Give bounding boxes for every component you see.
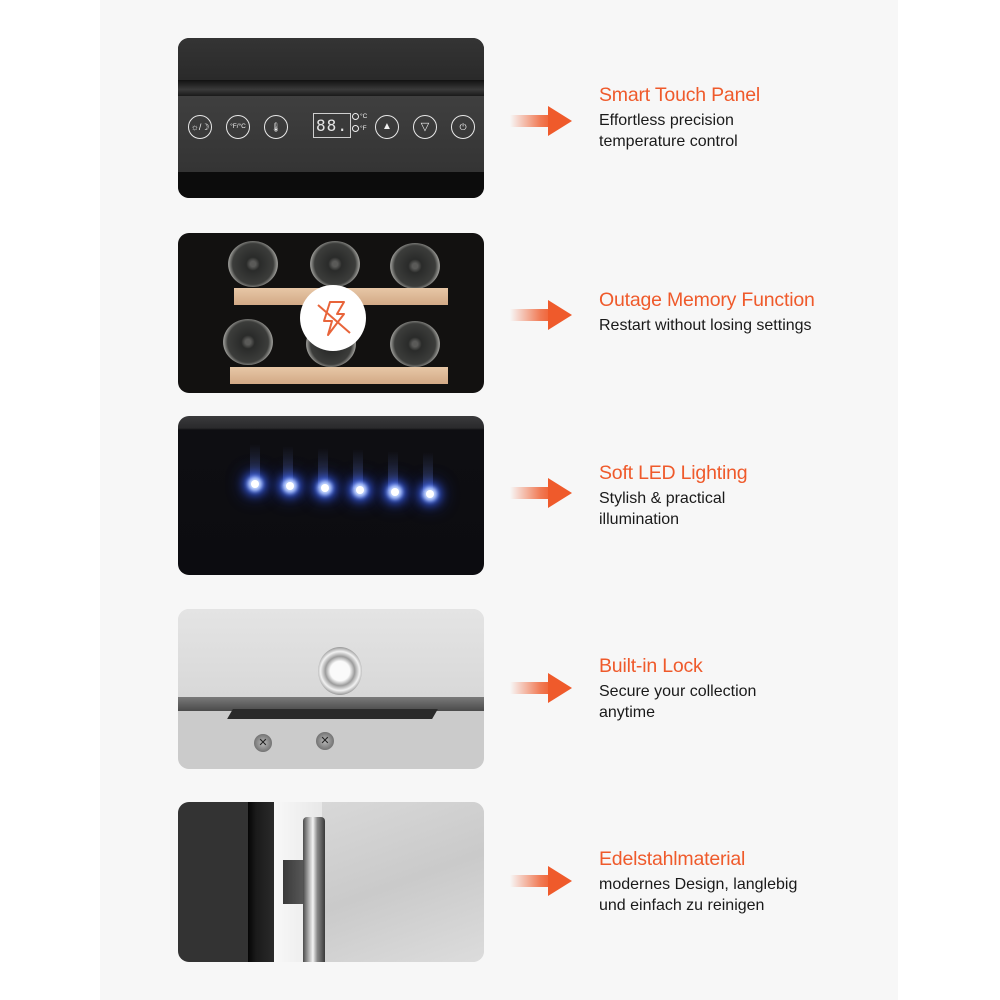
light-button-icon: ☼/☽ [188,115,212,139]
built-in-lock-image: ✕ ✕ [178,609,484,769]
feature-title: Edelstahlmaterial [599,848,746,870]
power-outage-icon [317,301,351,336]
arrow-icon [510,300,572,330]
stainless-steel-image [178,802,484,962]
temp-up-icon: ▲ [375,115,399,139]
power-outage-badge [300,285,366,351]
feature-title: Smart Touch Panel [599,84,760,106]
arrow-icon [510,106,572,136]
feature-title: Built-in Lock [599,655,703,677]
feature-title: Soft LED Lighting [599,462,748,484]
temp-down-icon: ▽ [413,115,437,139]
power-icon: ⏻ [451,115,475,139]
temperature-display: 88. [313,113,351,138]
feature-edelstahlmaterial: Edelstahlmaterial modernes Design, langl… [599,847,899,916]
arrow-icon [510,866,572,896]
arrow-icon [510,673,572,703]
unit-toggle-icon: °F/°C [226,115,250,139]
lock-icon [318,647,362,695]
door-handle [303,817,325,962]
thermometer-icon: 🌡 [264,115,288,139]
feature-title: Outage Memory Function [599,289,815,311]
led-lighting-image [178,416,484,575]
arrow-icon [510,478,572,508]
feature-description: Restart without losing settings [599,317,812,334]
fahrenheit-indicator: °F [352,125,367,132]
feature-outage-memory: Outage Memory Function Restart without l… [599,288,899,336]
celsius-indicator: °C [352,113,367,120]
